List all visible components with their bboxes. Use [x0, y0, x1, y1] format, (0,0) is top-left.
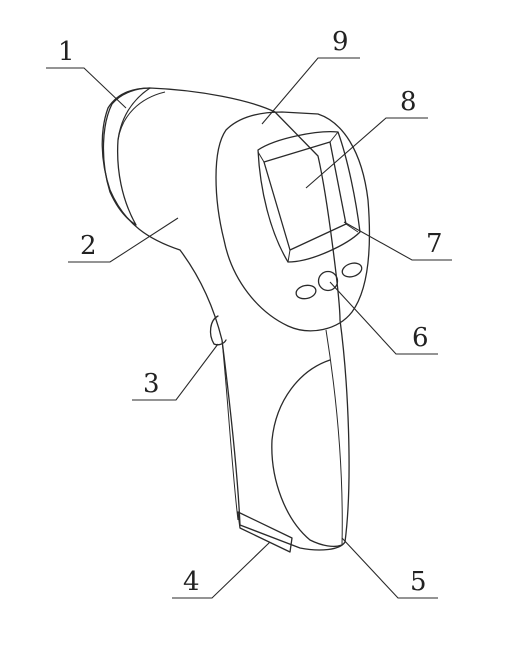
leader-2 [68, 217, 179, 263]
button-right[interactable] [340, 261, 363, 280]
button-left[interactable] [295, 284, 317, 301]
callout-2: 2 [80, 231, 97, 261]
front-bezel [215, 111, 371, 332]
rear-cap [102, 87, 151, 226]
callout-4: 4 [183, 567, 200, 597]
button-center[interactable] [317, 270, 339, 292]
housing-body [101, 87, 350, 551]
callout-8: 8 [400, 87, 417, 117]
screen-frame [257, 131, 361, 263]
leader-3 [132, 343, 219, 401]
leader-6 [329, 281, 438, 355]
callout-6: 6 [412, 323, 429, 353]
body-edge-line [117, 91, 166, 141]
leader-7 [343, 221, 452, 261]
callout-7: 7 [426, 229, 443, 259]
grip-parting-line [325, 329, 343, 546]
callout-3: 3 [143, 369, 160, 399]
display-screen [263, 141, 347, 251]
grip-back-line [221, 339, 239, 521]
leader-8 [305, 117, 428, 189]
callout-9: 9 [332, 27, 349, 57]
callout-5: 5 [410, 567, 427, 597]
battery-cover [237, 511, 293, 553]
callout-1: 1 [58, 37, 75, 67]
grip-side-panel [271, 359, 343, 547]
trigger[interactable] [209, 315, 227, 346]
leader-1 [46, 67, 127, 109]
leader-9 [261, 57, 360, 125]
leader-4 [172, 541, 271, 599]
screen-inner-edge [257, 131, 359, 263]
leader-5 [341, 537, 438, 599]
